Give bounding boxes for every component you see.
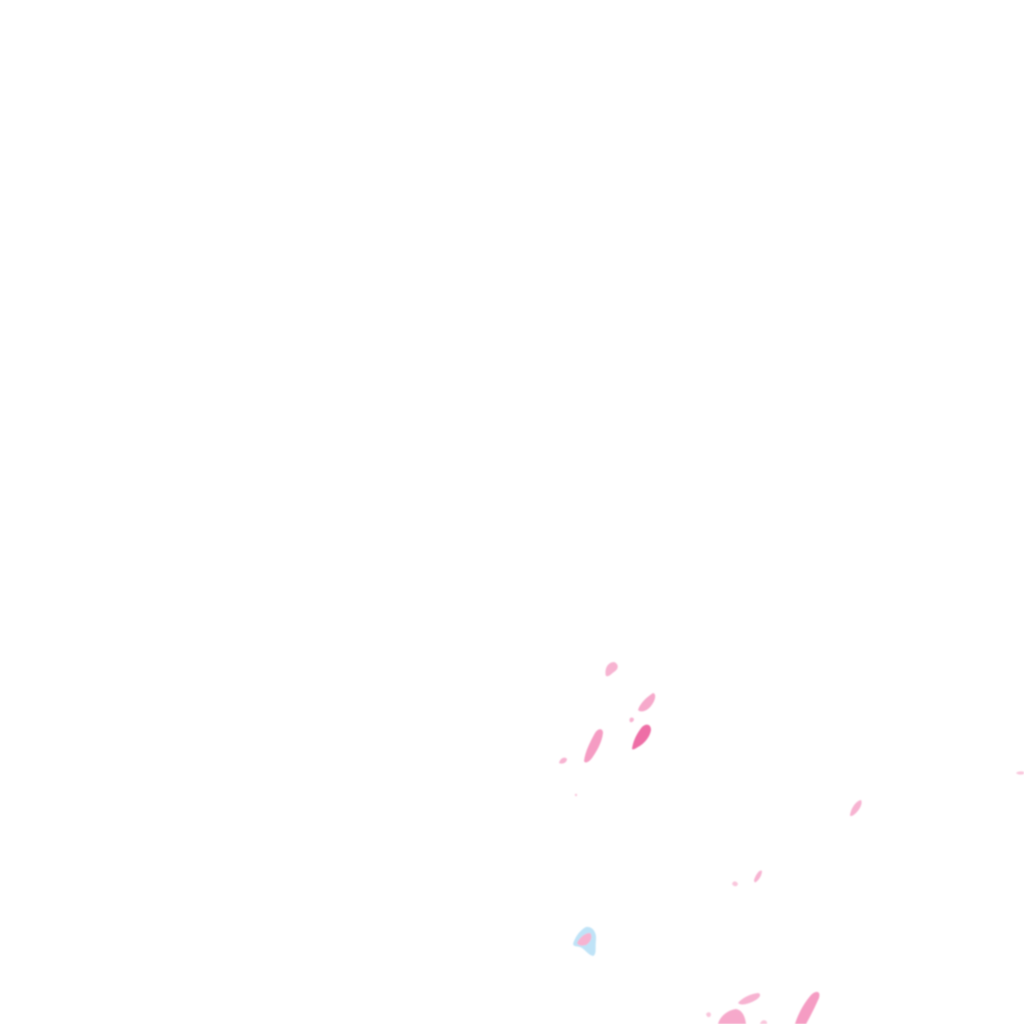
precip-cell [754, 870, 762, 883]
precip-cell [577, 933, 592, 946]
precip-cell [559, 757, 567, 764]
precip-cell [732, 881, 738, 887]
precip-cell [760, 1020, 767, 1024]
precip-cell [850, 800, 862, 817]
precip-cell [795, 991, 820, 1024]
precip-cell [1016, 771, 1024, 775]
precip-cell [629, 717, 634, 723]
precip-cell [584, 729, 603, 763]
precip-cell [706, 1012, 711, 1018]
precip-cell [632, 724, 651, 750]
precip-cell [574, 793, 578, 797]
precip-cell [718, 1009, 746, 1024]
precip-cell [638, 693, 656, 712]
precip-cell [738, 993, 761, 1005]
precip-cell [605, 662, 618, 677]
